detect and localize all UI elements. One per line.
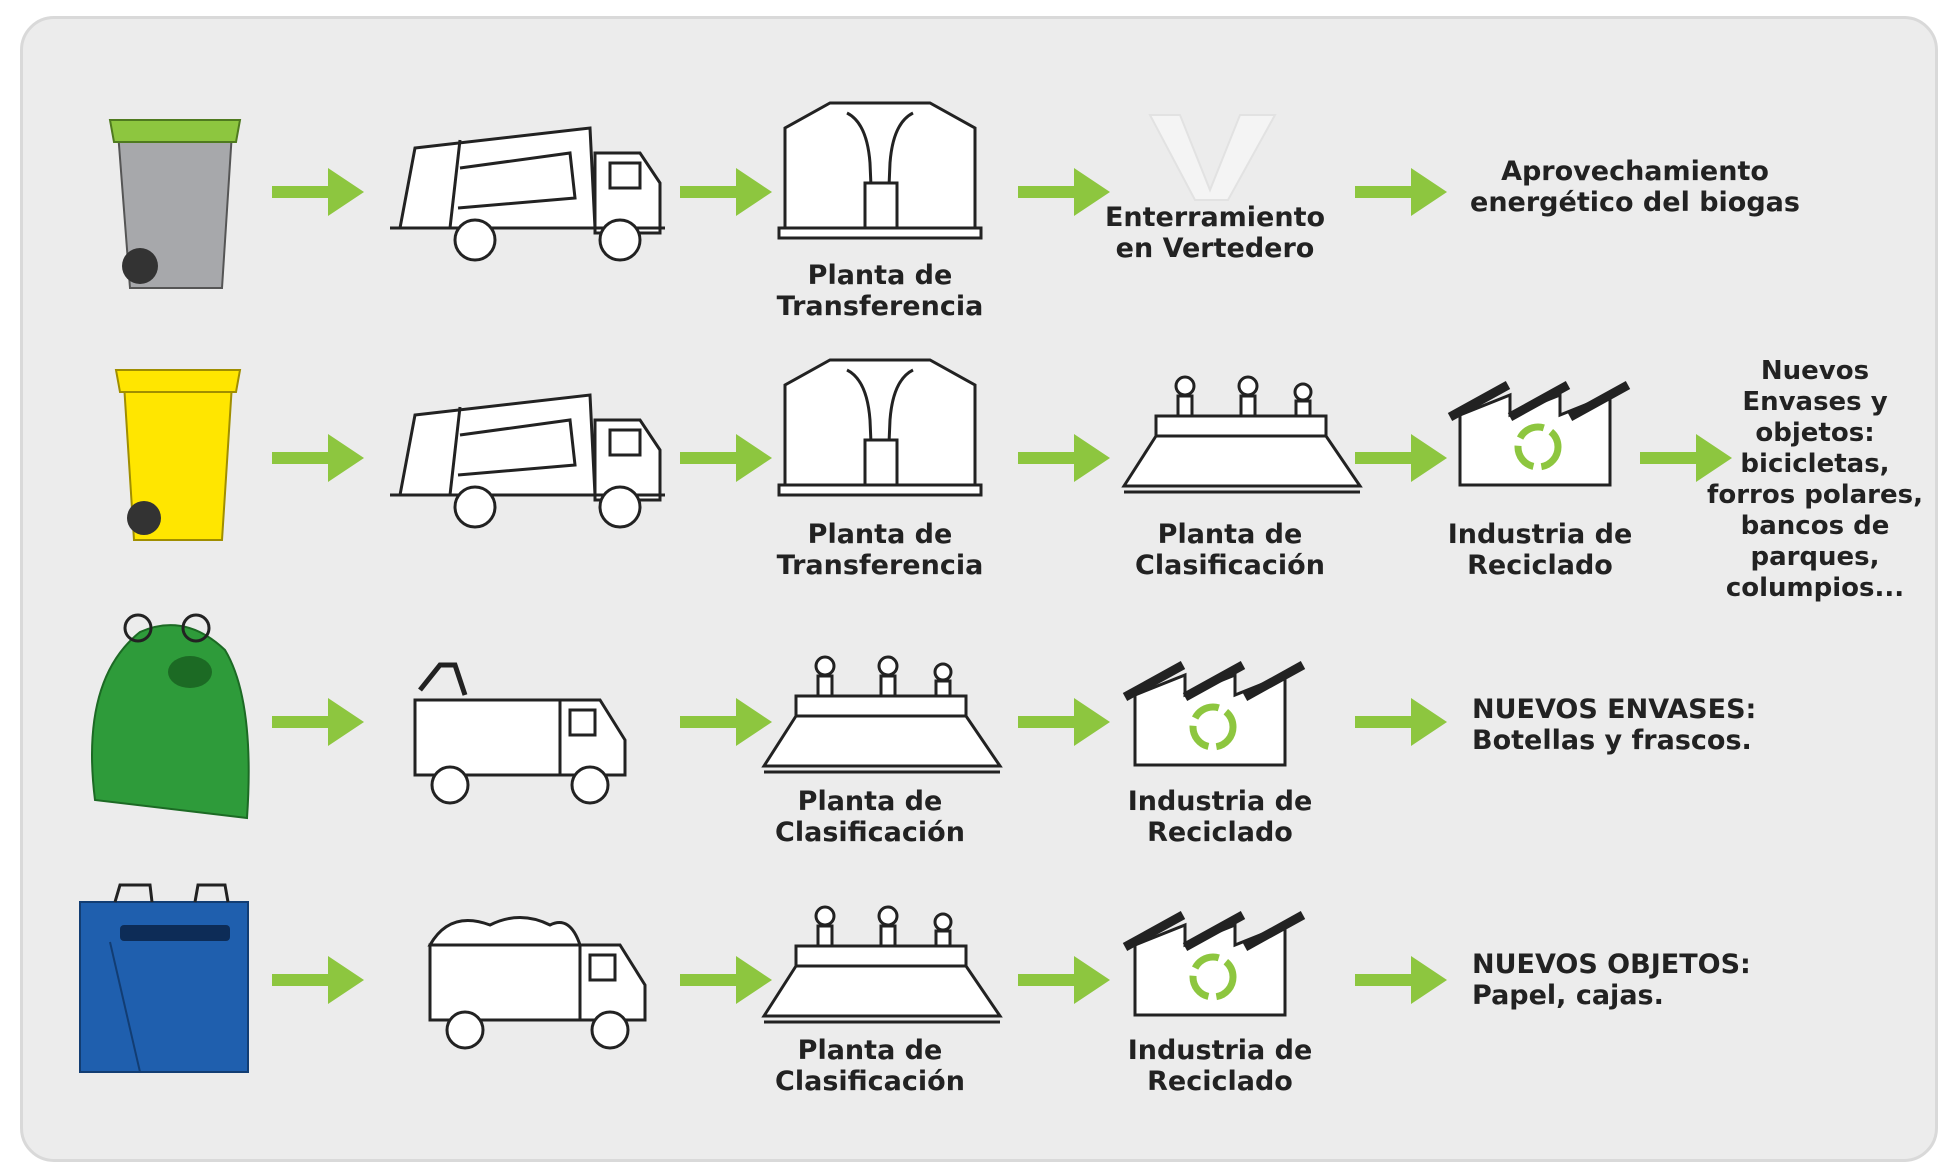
recycling-industry-icon (1125, 915, 1303, 1015)
flow-arrow (1355, 168, 1447, 216)
flow-arrow (272, 168, 364, 216)
flow-arrow (272, 434, 364, 482)
flow-arrow (272, 956, 364, 1004)
classification-plant-label: Planta de Clasificación (1135, 519, 1325, 581)
flow-arrow (680, 698, 772, 746)
recycling-industry-icon (1125, 665, 1303, 765)
flow-arrow (680, 956, 772, 1004)
flow-arrow (1355, 956, 1447, 1004)
recycling-industry-label: Industria de Reciclado (1127, 786, 1313, 848)
yellow-bin-icon (114, 369, 242, 541)
transfer-plant-label: Planta de Transferencia (776, 519, 984, 581)
paper-load-truck-icon (428, 916, 647, 1050)
recycling-industry-label: Industria de Reciclado (1127, 1035, 1313, 1097)
gray-bin-green-lid-icon (108, 119, 242, 289)
biogas-result-label: Aprovechamiento energético del biogas (1470, 156, 1800, 218)
landfill-v-icon (1148, 114, 1277, 201)
flow-arrow (1018, 956, 1110, 1004)
flow-arrow (272, 698, 364, 746)
flow-arrow (680, 434, 772, 482)
landfill-label: Enterramiento en Vertedero (1104, 202, 1326, 264)
green-glass-igloo-icon (91, 613, 250, 820)
classification-plant-icon (1122, 375, 1362, 494)
flow-arrow (1355, 698, 1447, 746)
flow-arrow (1018, 434, 1110, 482)
garbage-compactor-truck-icon (388, 393, 667, 529)
glass-result-label: NUEVOS ENVASES: Botellas y frascos. (1472, 694, 1757, 756)
transfer-plant-icon (777, 101, 983, 240)
flow-arrow (1355, 434, 1447, 482)
classification-plant-label: Planta de Clasificación (775, 786, 965, 848)
recycling-industry-icon (1450, 385, 1628, 485)
garbage-compactor-truck-icon (388, 126, 667, 262)
transfer-plant-icon (777, 358, 983, 497)
flow-arrow (1018, 698, 1110, 746)
flow-arrow (680, 168, 772, 216)
transfer-plant-label: Planta de Transferencia (776, 260, 984, 322)
recycling-industry-label: Industria de Reciclado (1447, 519, 1633, 581)
classification-plant-icon (762, 655, 1002, 774)
classification-plant-icon (762, 905, 1002, 1024)
blue-paper-container-icon (79, 883, 249, 1073)
paper-result-label: NUEVOS OBJETOS: Papel, cajas. (1472, 949, 1751, 1011)
classification-plant-label: Planta de Clasificación (775, 1035, 965, 1097)
new-packaging-result-label: Nuevos Envases y objetos: bicicletas, fo… (1707, 356, 1923, 603)
crane-truck-icon (415, 665, 625, 803)
